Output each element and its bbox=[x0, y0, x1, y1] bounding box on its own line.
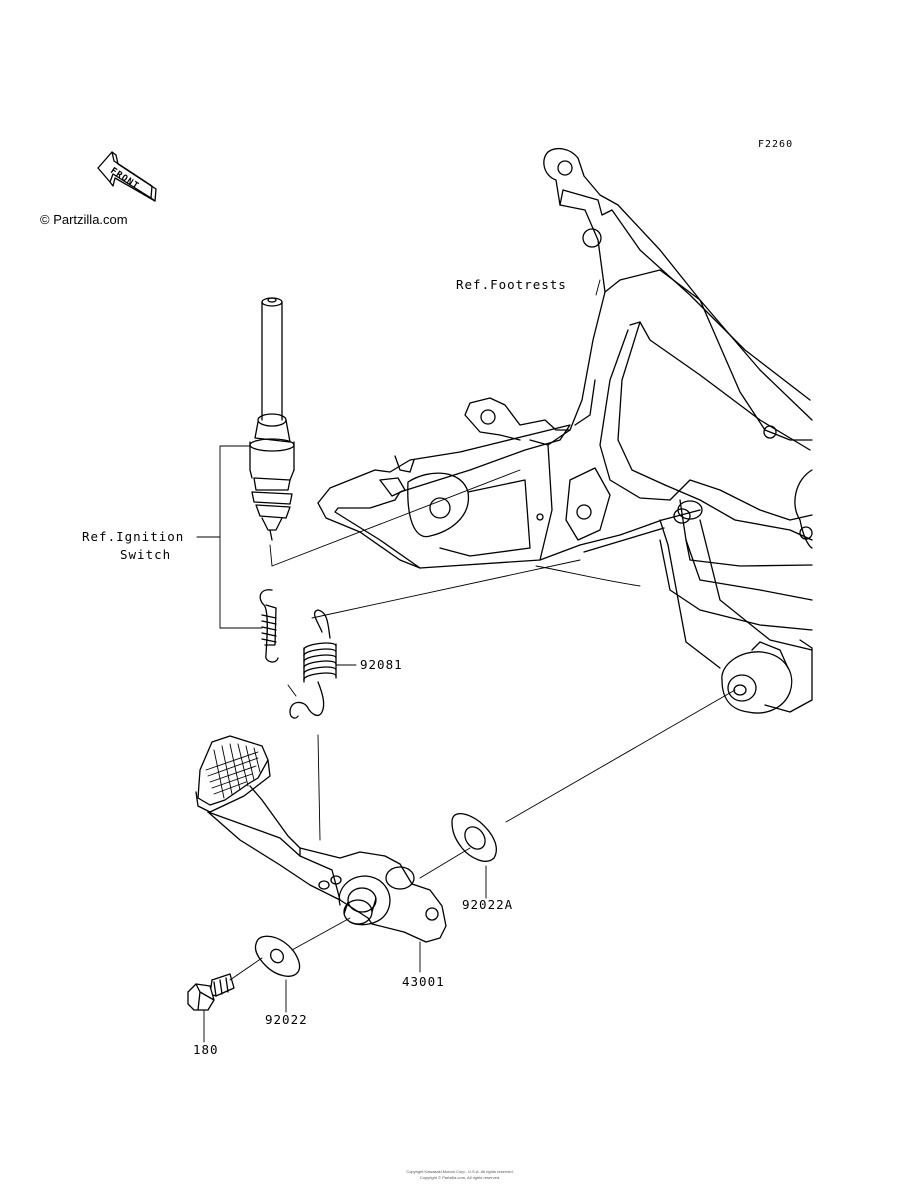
part-number-92022A[interactable]: 92022A bbox=[462, 897, 514, 912]
ref-ignition-switch-label-line2: Switch bbox=[120, 547, 172, 562]
figure-code: F2260 bbox=[758, 139, 794, 150]
bolt-180 bbox=[188, 974, 234, 1010]
part-number-92081[interactable]: 92081 bbox=[360, 657, 403, 672]
return-spring-92081 bbox=[290, 610, 336, 718]
part-number-180[interactable]: 180 bbox=[193, 1042, 219, 1057]
leader-lines bbox=[197, 280, 735, 1042]
switch-spring bbox=[260, 590, 278, 662]
ref-footrests-label: Ref.Footrests bbox=[456, 277, 567, 292]
part-number-43001[interactable]: 43001 bbox=[402, 974, 445, 989]
brake-pedal-43001 bbox=[196, 736, 446, 942]
front-arrow-icon: FRONT bbox=[98, 152, 156, 201]
partzilla-watermark: © Partzilla.com bbox=[40, 212, 128, 227]
ref-ignition-switch-label-line1: Ref.Ignition bbox=[82, 529, 185, 544]
frame bbox=[318, 149, 812, 713]
part-number-92022[interactable]: 92022 bbox=[265, 1012, 308, 1027]
copyright-line-2: Copyright © Partzilla.com. All rights re… bbox=[419, 1175, 501, 1180]
brake-light-switch bbox=[250, 298, 294, 540]
copyright-line-1: Copyright Kawasaki Motors Corp., U.S.A. … bbox=[406, 1169, 514, 1174]
washer-92022 bbox=[255, 936, 299, 976]
washer-92022A bbox=[452, 814, 496, 862]
